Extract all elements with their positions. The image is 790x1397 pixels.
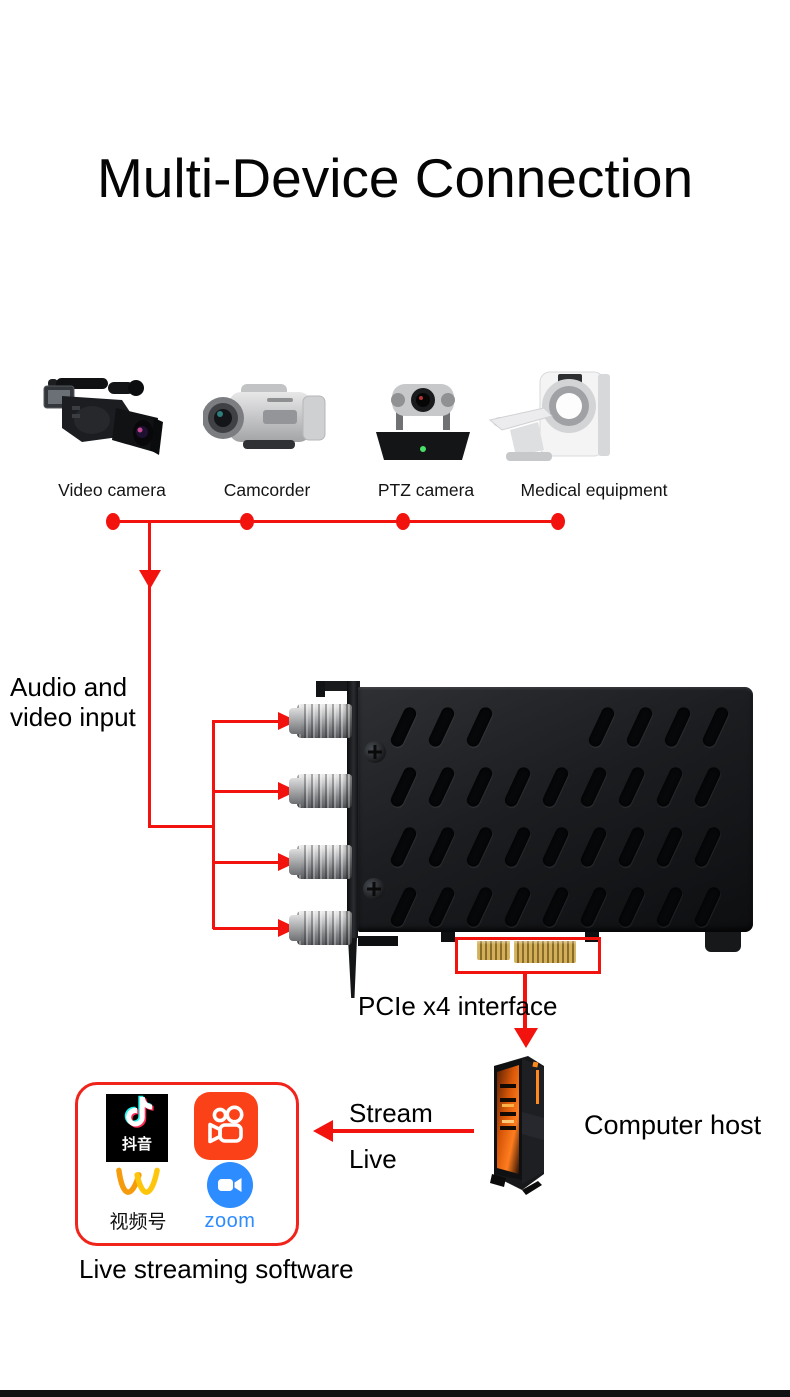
computer-host-image — [490, 1056, 544, 1195]
stream-arrow-line — [330, 1129, 474, 1133]
audio-video-input-label: Audio and video input — [10, 672, 136, 732]
screw-icon-bottom — [363, 878, 385, 900]
branch-line-1 — [213, 720, 279, 723]
connector-trunk-line — [212, 720, 215, 929]
bnc-connector-3 — [289, 845, 352, 879]
device-label-video-camera: Video camera — [58, 480, 166, 500]
capture-card-image — [358, 687, 753, 932]
douyin-label: 抖音 — [121, 1136, 152, 1153]
card-bracket-tab — [316, 681, 360, 691]
device-label-camcorder: Camcorder — [223, 480, 311, 500]
card-bracket — [347, 681, 358, 938]
card-tab-left — [358, 936, 398, 946]
video-camera-image — [43, 378, 163, 455]
bottom-bar — [0, 1390, 790, 1397]
branch-line-2 — [213, 790, 279, 793]
branch-line-3 — [213, 861, 279, 864]
zoom-circle — [207, 1162, 253, 1208]
wechat-channels-label: 视频号 — [109, 1212, 167, 1233]
live-streaming-software-label: Live streaming software — [79, 1254, 354, 1284]
pcie-arrow-line — [523, 974, 527, 1029]
zoom-label: zoom — [204, 1210, 256, 1232]
pcie-down-arrow-icon — [514, 1028, 538, 1048]
wechat-channels-app-icon: 视频号 — [104, 1164, 172, 1234]
card-bracket-leg — [348, 938, 357, 998]
douyin-app-icon: 抖音 — [106, 1094, 168, 1162]
branch-line-4 — [213, 927, 279, 930]
device-label-ptz-camera: PTZ camera — [377, 480, 475, 500]
connector-dot-3 — [396, 513, 410, 530]
pcie-gold-fingers-long — [514, 941, 576, 963]
kuaishou-app-icon — [194, 1092, 258, 1160]
zoom-camera-icon — [218, 1178, 242, 1192]
pcie-gold-fingers-short — [477, 941, 510, 960]
pcie-highlight-box — [455, 937, 601, 974]
connector-dot-4 — [551, 513, 565, 530]
zoom-app-icon: zoom — [200, 1162, 260, 1233]
card-bracket-lip — [316, 681, 325, 697]
page-title: Multi-Device Connection — [96, 147, 694, 209]
card-foot-right — [705, 932, 741, 952]
left-arrow-icon — [313, 1120, 333, 1142]
connector-dot-2 — [240, 513, 254, 530]
connector-dot-1 — [106, 513, 120, 530]
down-arrow-icon — [139, 570, 161, 589]
bnc-connector-1 — [289, 704, 352, 738]
live-label: Live — [349, 1144, 397, 1174]
computer-host-label: Computer host — [584, 1110, 762, 1140]
card-tab-a — [441, 932, 455, 942]
camcorder-image — [203, 384, 326, 449]
kuaishou-camera-icon — [208, 1105, 244, 1144]
connector-bus-line — [113, 520, 558, 523]
pcie-interface-label: PCIe x4 interface — [358, 991, 558, 1021]
wechat-channels-logo-icon — [116, 1167, 160, 1195]
bnc-connector-2 — [289, 774, 352, 808]
connector-elbow-line — [148, 825, 215, 828]
ptz-camera-image — [376, 384, 470, 460]
connector-vertical-line — [148, 521, 151, 827]
medical-equipment-image — [488, 371, 610, 461]
screw-icon-top — [364, 741, 386, 763]
bnc-connector-4 — [289, 911, 352, 945]
douyin-note-icon — [124, 1095, 154, 1128]
stream-label: Stream — [349, 1098, 433, 1128]
device-label-medical-equipment: Medical equipment — [520, 480, 668, 500]
